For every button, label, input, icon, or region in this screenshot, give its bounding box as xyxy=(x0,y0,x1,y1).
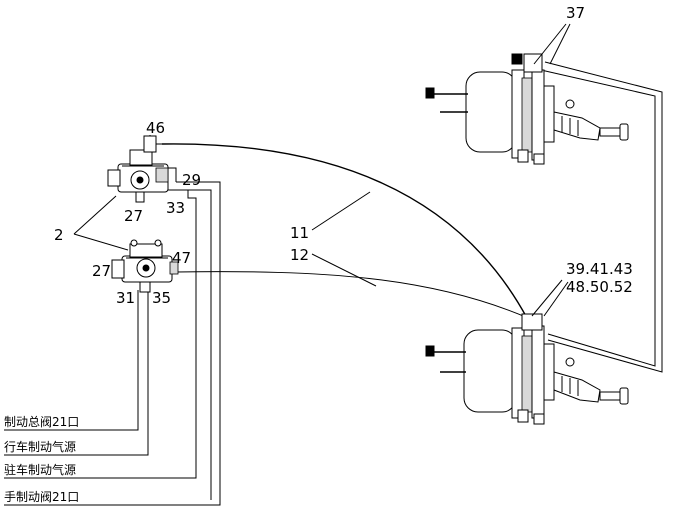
port-line-3 xyxy=(4,190,197,479)
label-27-lower: 27 xyxy=(92,262,111,280)
port-label-3: 驻车制动气源 xyxy=(4,462,76,477)
upper-brake-chamber xyxy=(425,53,629,165)
port-line-2 xyxy=(4,290,149,456)
port-labels: 制动总阀21口 行车制动气源 驻车制动气源 手制动阀21口 xyxy=(4,415,79,504)
label-39-41-43: 39.41.43 xyxy=(566,260,633,278)
label-47: 47 xyxy=(172,249,191,267)
label-37: 37 xyxy=(566,4,585,22)
port-label-4: 手制动阀21口 xyxy=(4,490,79,504)
lower-brake-chamber xyxy=(425,313,629,425)
label-33: 33 xyxy=(166,199,185,217)
port-label-1: 制动总阀21口 xyxy=(4,415,79,429)
chamber-loop-line xyxy=(544,61,663,373)
port-line-4 xyxy=(4,181,221,506)
label-11: 11 xyxy=(290,224,309,242)
lower-valve xyxy=(111,239,179,293)
label-46: 46 xyxy=(146,119,165,137)
label-48-50-52: 48.50.52 xyxy=(566,278,633,296)
port-label-2: 行车制动气源 xyxy=(4,439,76,454)
label-2: 2 xyxy=(54,226,64,244)
label-29: 29 xyxy=(182,171,201,189)
port-line-1 xyxy=(4,290,139,431)
air-lines xyxy=(4,61,663,506)
label-35: 35 xyxy=(152,289,171,307)
leader-lines xyxy=(73,23,571,317)
callout-labels: 37 46 29 27 33 2 27 47 31 35 11 12 39.41… xyxy=(54,4,633,307)
label-31: 31 xyxy=(116,289,135,307)
label-12: 12 xyxy=(290,246,309,264)
upper-valve xyxy=(107,135,169,203)
label-27-upper: 27 xyxy=(124,207,143,225)
air-line-12 xyxy=(175,271,529,319)
air-line-11 xyxy=(161,143,528,319)
